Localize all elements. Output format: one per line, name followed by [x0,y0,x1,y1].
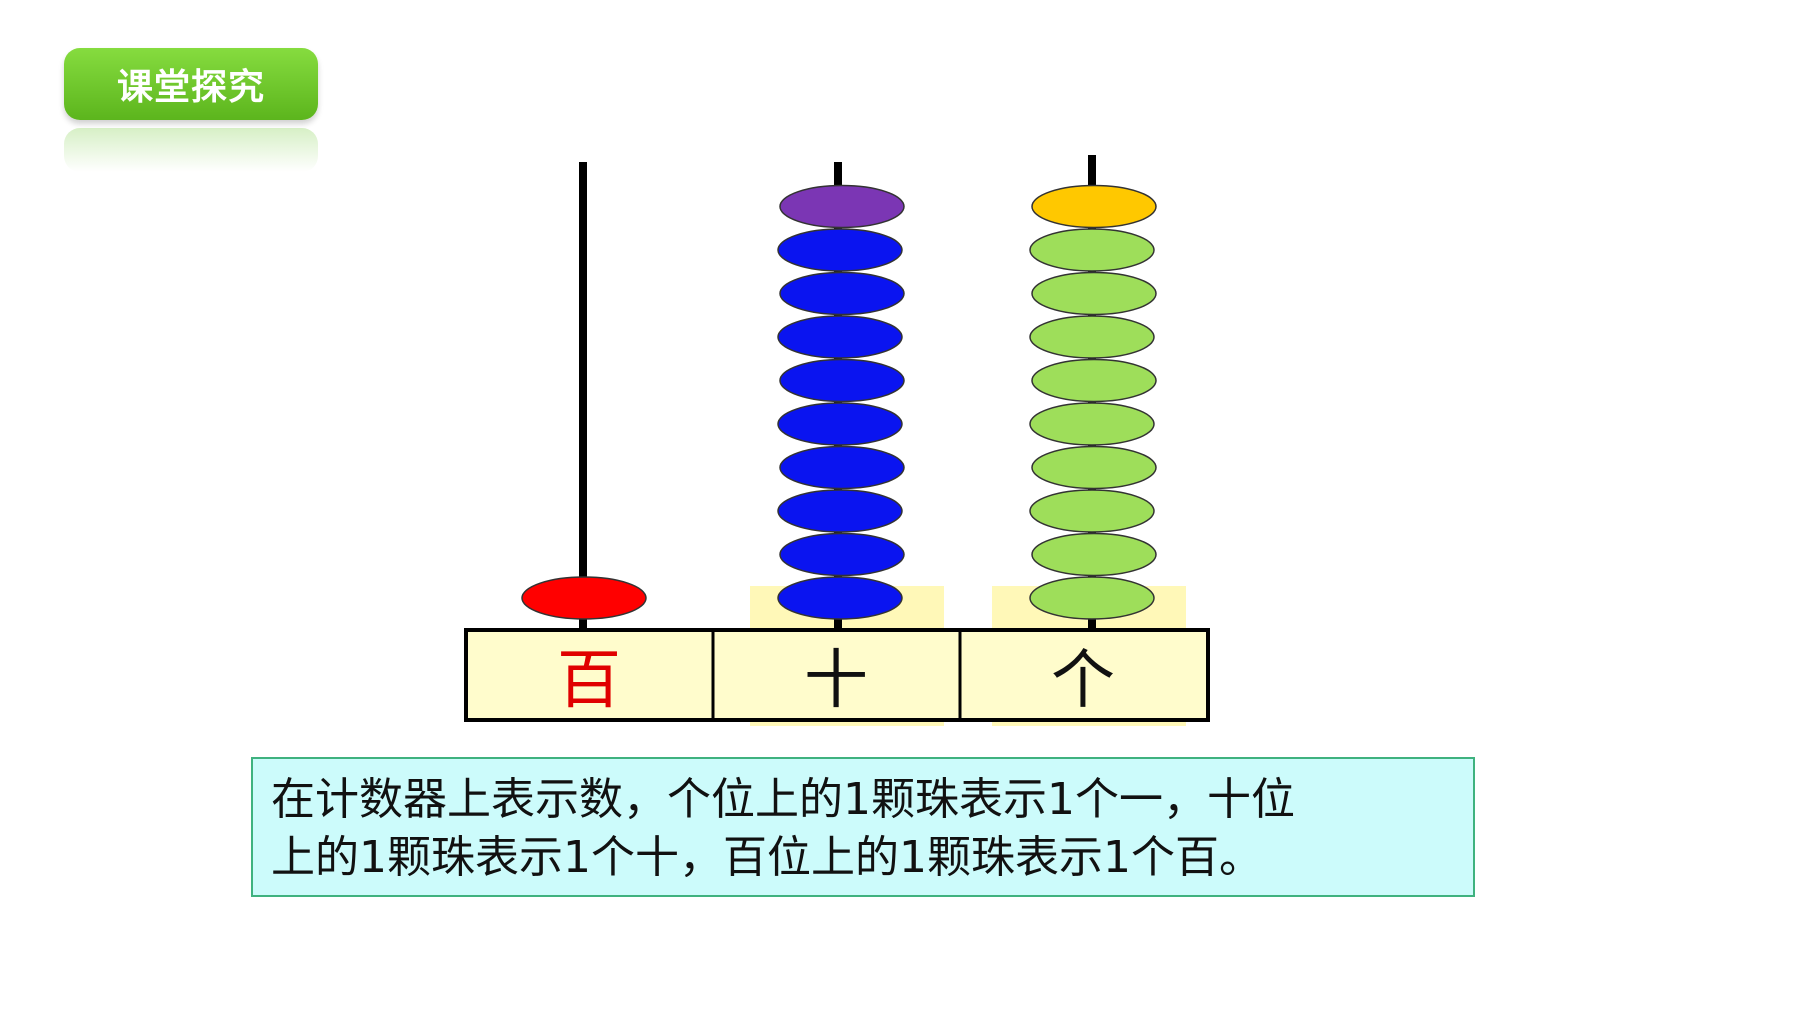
tens-bead-3 [777,489,903,533]
ones-bead-9 [1029,228,1155,272]
section-badge-reflection [64,128,318,172]
ones-beads [1029,184,1157,620]
tens-bead-7 [777,315,903,359]
hundreds-label: 百 [557,644,621,718]
ones-bead-10 [1031,184,1157,229]
tens-bead-9 [777,228,903,272]
explanation-line-2: 上的1颗珠表示1个十，百位上的1颗珠表示1个百。 [271,832,1263,883]
ones-bead-8 [1031,271,1157,316]
ones-bead-2 [1031,532,1157,577]
section-badge-label: 课堂探究 [64,48,318,120]
tens-bead-10 [779,184,905,229]
tens-bead-5 [777,402,903,446]
tens-bead-8 [779,271,905,316]
ones-bead-5 [1029,402,1155,446]
tens-bead-4 [779,445,905,490]
ones-bead-4 [1031,445,1157,490]
ones-bead-7 [1029,315,1155,359]
hundreds-beads [521,576,647,620]
tens-beads [777,184,905,620]
abacus-base [464,628,1210,722]
ones-label: 个 [1051,644,1115,718]
tens-bead-6 [779,358,905,403]
tens-bead-2 [779,532,905,577]
explanation-line-1: 在计数器上表示数，个位上的1颗珠表示1个一，十位 [271,774,1295,825]
hundreds-bead-1 [521,576,647,620]
section-badge: 课堂探究 [64,48,320,172]
ones-bead-3 [1029,489,1155,533]
hundreds-rod [579,162,587,632]
explanation-box: 在计数器上表示数，个位上的1颗珠表示1个一，十位 上的1颗珠表示1个十，百位上的… [251,757,1475,897]
tens-bead-1 [777,576,903,620]
tens-label: 十 [804,644,868,718]
ones-bead-1 [1029,576,1155,620]
ones-bead-6 [1031,358,1157,403]
